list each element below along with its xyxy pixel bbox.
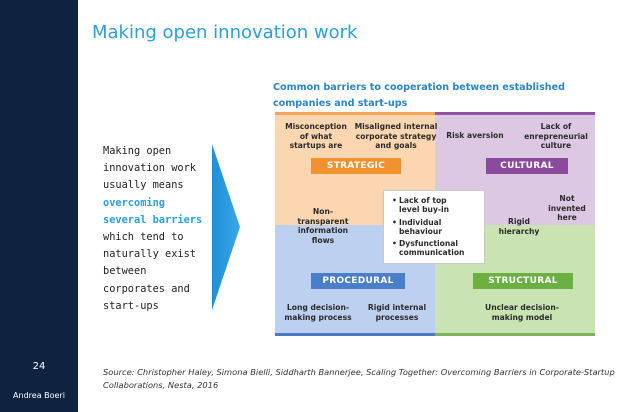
barrier-label-line: culture <box>540 141 572 150</box>
barrier-label: Misaligned internal corporate strategy a… <box>352 122 440 151</box>
barrier-label-line: Misaligned internal <box>354 122 438 131</box>
quadrant-border-structural <box>435 333 595 336</box>
barrier-label-line: startups are <box>289 141 343 150</box>
barrier-label: Not invented here <box>544 194 590 223</box>
diagram-title-line: Common barriers to cooperation between e… <box>273 82 566 93</box>
center-item-line: Dysfunctional <box>399 239 458 249</box>
intro-line: which tend to <box>103 231 184 244</box>
diagram-title: Common barriers to cooperation between e… <box>273 80 603 112</box>
barrier-label-line: enrepreneurial <box>524 131 588 141</box>
quadrant-border-cultural <box>435 112 595 115</box>
intro-line: between <box>103 265 147 278</box>
barrier-label-line: flows <box>311 235 335 245</box>
barrier-label-line: Rigid <box>508 217 530 226</box>
barrier-label-line: and goals <box>375 141 417 150</box>
center-item-line: communication <box>399 248 465 258</box>
barrier-label-line: Not <box>559 194 575 203</box>
diagram-title-line: companies and start-ups <box>273 98 408 109</box>
center-item-line: Lack of top <box>399 196 447 205</box>
barrier-label-line: Long decision- <box>286 303 350 312</box>
intro-line: corporates and <box>103 282 190 295</box>
center-item-line: behaviour <box>399 226 443 236</box>
barrier-label-line: Rigid internal <box>367 303 427 312</box>
barrier-label: Unclear decision- making model <box>470 303 574 322</box>
intro-line: Making open <box>103 145 172 157</box>
intro-line-highlight: overcoming <box>103 196 165 209</box>
barrier-label-line: making model <box>491 312 553 322</box>
right-arrow-icon <box>212 144 240 310</box>
center-list-item: •Individual behaviour <box>392 218 484 237</box>
barrier-label-line: hierarchy <box>498 226 540 236</box>
barrier-label-line: Non- <box>312 207 334 216</box>
barrier-label: Rigid internal processes <box>360 303 434 322</box>
sidebar <box>0 0 78 412</box>
bullet-icon: • <box>392 239 397 249</box>
barrier-label: Rigid hierarchy <box>494 217 544 236</box>
page-number: 24 <box>32 361 46 372</box>
bullet-icon: • <box>392 196 397 205</box>
center-barrier-list: •Lack of top level buy-in •Individual be… <box>392 196 484 261</box>
intro-line: naturally exist <box>103 248 196 261</box>
intro-line: innovation work <box>103 162 196 175</box>
barrier-label: Risk aversion <box>443 131 507 141</box>
intro-text: Making open innovation work usually mean… <box>103 143 223 315</box>
barrier-label: Misconception of what startups are <box>279 122 353 151</box>
procedural-badge: PROCEDURAL <box>311 273 405 289</box>
slide-title: Making open innovation work <box>92 22 358 43</box>
barrier-label-line: processes <box>375 312 419 322</box>
structural-badge: STRUCTURAL <box>473 273 573 289</box>
intro-line-highlight: several barriers <box>103 213 203 226</box>
intro-line: usually means <box>103 179 184 192</box>
author-name: Andrea Boeri <box>13 391 65 400</box>
center-item-line: Individual <box>399 217 442 227</box>
barrier-label-line: of what <box>299 131 333 141</box>
quadrant-border-strategic <box>275 112 435 115</box>
cultural-badge: CULTURAL <box>486 158 568 174</box>
barrier-label-line: Lack of <box>540 122 572 131</box>
source-line: Collaborations, Nesta, 2016 <box>103 380 219 390</box>
barrier-label-line: Misconception <box>285 122 347 131</box>
barrier-label-line: Risk aversion <box>446 131 504 140</box>
strategic-badge: STRATEGIC <box>311 158 401 174</box>
center-item-line: level buy-in <box>399 205 450 215</box>
barrier-label-line: transparent <box>297 216 349 226</box>
bullet-icon: • <box>392 217 397 227</box>
source-line: Source: Christopher Haley, Simona Bielli… <box>103 367 615 377</box>
quadrant-border-procedural <box>275 333 435 336</box>
center-box <box>383 190 485 264</box>
center-list-item: •Dysfunctional communication <box>392 239 484 258</box>
barrier-label-line: information <box>297 226 349 235</box>
barrier-label-line: Unclear decision- <box>485 303 559 312</box>
center-list-item: •Lack of top level buy-in <box>392 196 484 215</box>
barrier-label-line: invented <box>548 203 586 213</box>
barrier-label-line: making process <box>284 312 352 322</box>
barrier-label: Non- transparent information flows <box>290 207 356 245</box>
barrier-label: Long decision- making process <box>281 303 355 322</box>
source-citation: Source: Christopher Haley, Simona Bielli… <box>103 366 623 392</box>
intro-line: start-ups <box>103 299 159 312</box>
barrier-label-line: here <box>557 213 577 222</box>
barrier-label: Lack of enrepreneurial culture <box>521 122 591 151</box>
barrier-label-line: corporate strategy <box>355 131 437 141</box>
